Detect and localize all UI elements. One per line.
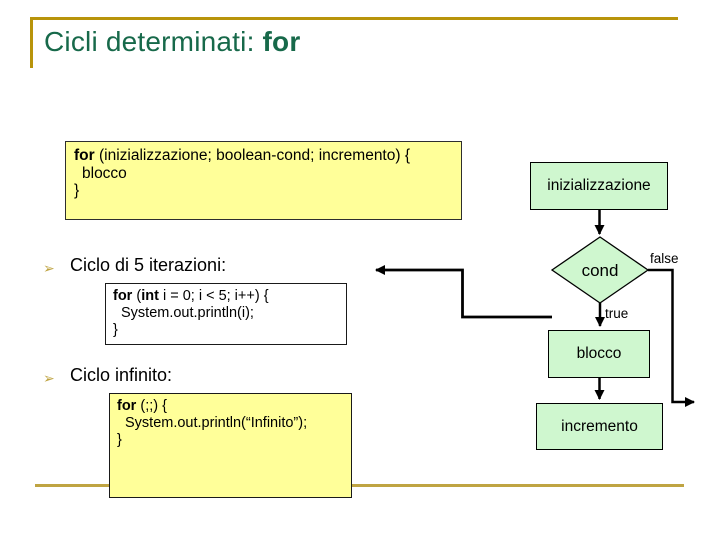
code-line: } <box>113 322 118 338</box>
arrow-false-exit <box>648 268 695 407</box>
keyword-for: for <box>74 147 95 164</box>
code-line: blocco <box>82 164 127 182</box>
title-rule-left <box>30 17 33 68</box>
code-line: for (int i = 0; i < 5; i++) { <box>113 288 269 304</box>
for-5-iterations-code-box: for (int i = 0; i < 5; i++) { System.out… <box>105 283 347 345</box>
flow-label-true: true <box>605 306 629 321</box>
title-keyword: for <box>262 26 301 57</box>
title-rule-top <box>30 17 678 20</box>
footer-rule <box>35 484 684 487</box>
cond-diamond <box>550 236 650 304</box>
for-syntax-code-box: for (inizializzazione; boolean-cond; inc… <box>65 141 462 220</box>
code-line: for (;;) { <box>117 398 167 414</box>
keyword-for: for <box>113 288 133 304</box>
flow-node-incremento: incremento <box>536 403 663 450</box>
flow-node-blocco: blocco <box>548 330 650 378</box>
code-line: System.out.println(i); <box>121 305 254 321</box>
page-title: Cicli determinati: for <box>44 26 300 58</box>
flow-label-cond: cond <box>581 261 619 280</box>
keyword-int: int <box>141 288 159 304</box>
code-line: for (inizializzazione; boolean-cond; inc… <box>74 147 411 164</box>
flow-node-inizializzazione: inizializzazione <box>530 162 668 210</box>
keyword-for: for <box>117 398 137 414</box>
flow-label-false: false <box>650 251 679 266</box>
for-infinite-code-box: for (;;) { System.out.println(“Infinito”… <box>109 393 352 498</box>
bullet-label-infinite-loop: Ciclo infinito: <box>70 365 173 385</box>
arrow-annotation-left <box>375 265 552 319</box>
title-text: Cicli determinati: <box>44 26 263 57</box>
code-line: } <box>117 432 122 448</box>
arrow-bullet-icon: ➢ <box>43 370 55 386</box>
code-line: System.out.println(“Infinito”); <box>125 415 308 431</box>
bullet-label-5-iterations: Ciclo di 5 iterazioni: <box>70 255 227 275</box>
code-line: } <box>74 182 80 199</box>
arrow-bullet-icon: ➢ <box>43 260 55 276</box>
